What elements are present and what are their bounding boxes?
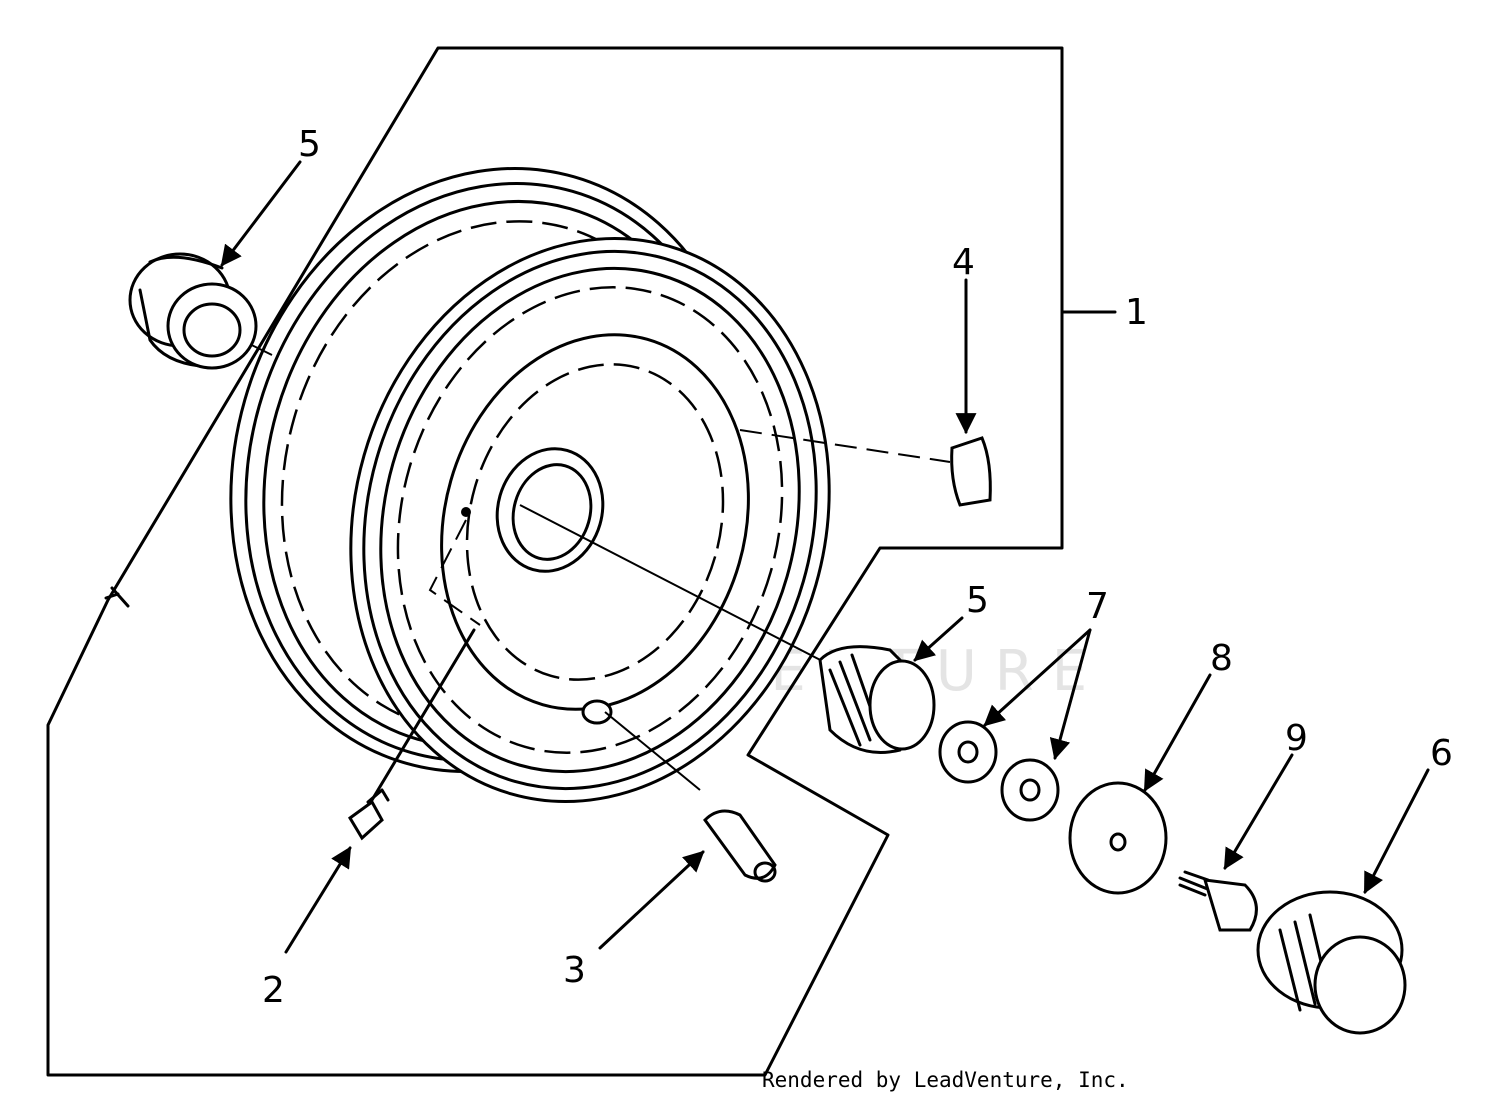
leader-lines [220, 160, 1430, 954]
callout-4: 4 [952, 242, 975, 283]
boundary-tick [104, 586, 130, 608]
callout-5-mid: 5 [966, 580, 989, 621]
clip-part [739, 429, 992, 507]
callout-7: 7 [1086, 586, 1109, 627]
bearing-mid [818, 645, 936, 754]
assembly-boundary [46, 46, 1064, 1077]
callout-5-top: 5 [298, 124, 321, 165]
callout-2: 2 [262, 970, 285, 1011]
callout-3: 3 [563, 950, 586, 991]
callout-9: 9 [1285, 718, 1308, 759]
grease-fitting [348, 507, 481, 841]
front-rim [349, 236, 831, 804]
callout-8: 8 [1210, 638, 1233, 679]
callout-6: 6 [1430, 733, 1453, 774]
disc-washer [1068, 781, 1168, 895]
bearing-top [128, 252, 258, 370]
hub-cap [1256, 890, 1407, 1035]
washers [938, 720, 1060, 822]
bolt [1178, 870, 1258, 932]
credit-text: Rendered by LeadVenture, Inc. [762, 1068, 1129, 1092]
callout-1: 1 [1125, 292, 1148, 333]
valve-stem [581, 699, 777, 883]
